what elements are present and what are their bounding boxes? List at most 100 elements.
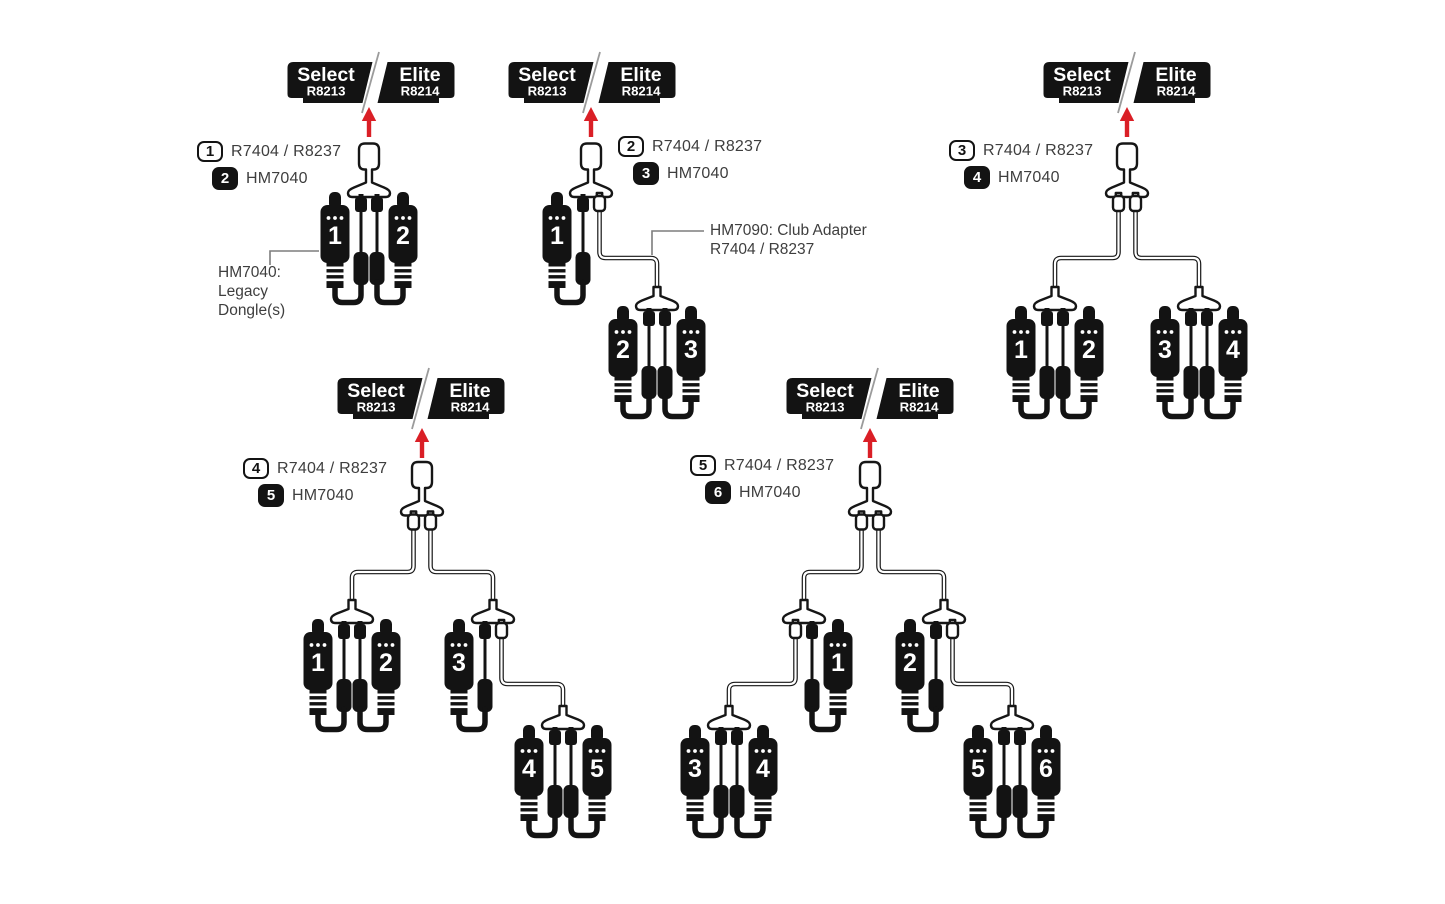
wire <box>951 636 1014 710</box>
legend-item: 2 HM7040 <box>212 167 341 190</box>
receiver-badge: Select R8213 Elite R8214 <box>785 367 955 430</box>
legend-key-chip: 4 <box>964 166 990 189</box>
y-splitter <box>1032 285 1078 312</box>
dongle-number: 2 <box>1082 336 1096 364</box>
dongle-number: 2 <box>396 222 410 250</box>
dongle-number: 1 <box>328 222 342 250</box>
dongle-number: 6 <box>1039 755 1053 783</box>
up-arrow-icon <box>1120 107 1134 137</box>
pass-through-plug <box>788 618 803 640</box>
wire <box>429 527 495 604</box>
dongle-number: 1 <box>831 649 845 677</box>
legend-item: 1 R7404 / R8237 <box>197 140 341 163</box>
badge-select-label: Select <box>1053 64 1111 86</box>
dongle-number: 2 <box>616 336 630 364</box>
dongle-number: 4 <box>522 755 536 783</box>
annotation-club-adapter: HM7090: Club Adapter R7404 / R8237 <box>710 222 867 258</box>
legend-item: 3 R7404 / R8237 <box>949 139 1093 162</box>
badge-elite-label: Elite <box>620 64 661 86</box>
legend-key-chip: 3 <box>949 140 975 161</box>
legend-key-label: HM7040 <box>739 483 801 501</box>
receiver-badge: Select R8213 Elite R8214 <box>1042 51 1212 114</box>
badge-select-code: R8213 <box>307 84 346 99</box>
legend-key-label: R7404 / R8237 <box>231 142 342 160</box>
dongle-number: 1 <box>1014 336 1028 364</box>
badge-select-label: Select <box>347 380 405 402</box>
pass-through-plug <box>1111 191 1126 213</box>
legend-key-chip: 5 <box>258 484 284 507</box>
legend-two-alarms: 1 R7404 / R8237 2 HM7040 <box>197 140 341 194</box>
pass-through-plug <box>406 510 421 531</box>
badge-select-label: Select <box>796 380 854 402</box>
wire <box>1134 210 1201 291</box>
badge-elite-code: R8214 <box>401 84 441 99</box>
y-splitter <box>989 704 1035 731</box>
badge-elite-code: R8214 <box>900 400 940 415</box>
annotation-leader-line <box>269 250 319 265</box>
y-splitter <box>634 285 680 312</box>
y-splitter <box>1176 285 1222 312</box>
legend-five-alarms: 4 R7404 / R8237 5 HM7040 <box>243 457 387 511</box>
annotation-legacy-dongles: HM7040: Legacy Dongle(s) <box>218 264 286 319</box>
y-splitter <box>921 598 967 625</box>
pass-through-plug <box>423 510 438 531</box>
diagram-three-alarms: Select R8213 Elite R8214 1 2 3 <box>507 51 706 417</box>
dongle-number: 3 <box>688 755 702 783</box>
dongle-number: 5 <box>971 755 985 783</box>
legend-key-label: HM7040 <box>292 486 354 504</box>
annotation-leader-line <box>651 230 704 255</box>
pass-through-plug <box>494 618 509 640</box>
legend-key-label: R7404 / R8237 <box>277 459 388 477</box>
wire <box>500 636 565 710</box>
legend-six-alarms: 5 R7404 / R8237 6 HM7040 <box>690 454 834 508</box>
dongle <box>1200 306 1248 417</box>
wire <box>350 527 415 604</box>
legend-key-chip: 2 <box>212 167 238 190</box>
receiver-badge: Select R8213 Elite R8214 <box>507 51 677 114</box>
badge-select-code: R8213 <box>357 400 396 415</box>
wire <box>598 210 659 291</box>
wire <box>802 527 863 604</box>
legend-key-label: HM7040 <box>998 168 1060 186</box>
dongle-number: 3 <box>452 649 466 677</box>
badge-elite-label: Elite <box>898 380 939 402</box>
up-arrow-icon <box>415 428 429 458</box>
pass-through-plug <box>854 510 869 531</box>
dongle <box>730 725 778 836</box>
dongle <box>805 619 853 730</box>
y-splitter <box>781 598 827 625</box>
receiver-plug-connector <box>346 142 392 199</box>
legend-key-label: R7404 / R8237 <box>724 456 835 474</box>
receiver-plug-connector <box>399 460 445 517</box>
dongle-number: 1 <box>550 222 564 250</box>
dongle-number: 4 <box>1226 336 1240 364</box>
badge-elite-code: R8214 <box>1157 84 1197 99</box>
diagram-six-alarms: Select R8213 Elite R8214 1 2 3 4 5 6 <box>681 367 1061 836</box>
dongle <box>353 619 401 730</box>
dongle-number: 1 <box>311 649 325 677</box>
diagram-two-alarms: Select R8213 Elite R8214 1 2 <box>286 51 456 303</box>
legend-key-chip: 6 <box>705 481 731 504</box>
y-splitter <box>470 598 516 625</box>
receiver-plug-connector <box>847 460 893 517</box>
legend-key-label: HM7040 <box>246 169 308 187</box>
pass-through-plug <box>871 510 886 531</box>
receiver-badge: Select R8213 Elite R8214 <box>286 51 456 114</box>
wire <box>727 636 797 710</box>
legend-key-label: R7404 / R8237 <box>652 137 763 155</box>
dongle <box>1013 725 1061 836</box>
badge-select-code: R8213 <box>528 84 567 99</box>
legend-key-chip: 2 <box>618 136 644 157</box>
dongle <box>564 725 612 836</box>
dongle <box>370 192 418 303</box>
dongle-number: 4 <box>756 755 770 783</box>
badge-elite-code: R8214 <box>622 84 662 99</box>
legend-key-chip: 1 <box>197 141 223 162</box>
legend-item: 5 R7404 / R8237 <box>690 454 834 477</box>
legend-key-label: HM7040 <box>667 164 729 182</box>
dongle-number: 2 <box>903 649 917 677</box>
wire <box>1053 210 1120 291</box>
badge-select-code: R8213 <box>806 400 845 415</box>
legend-item: 4 HM7040 <box>964 166 1093 189</box>
